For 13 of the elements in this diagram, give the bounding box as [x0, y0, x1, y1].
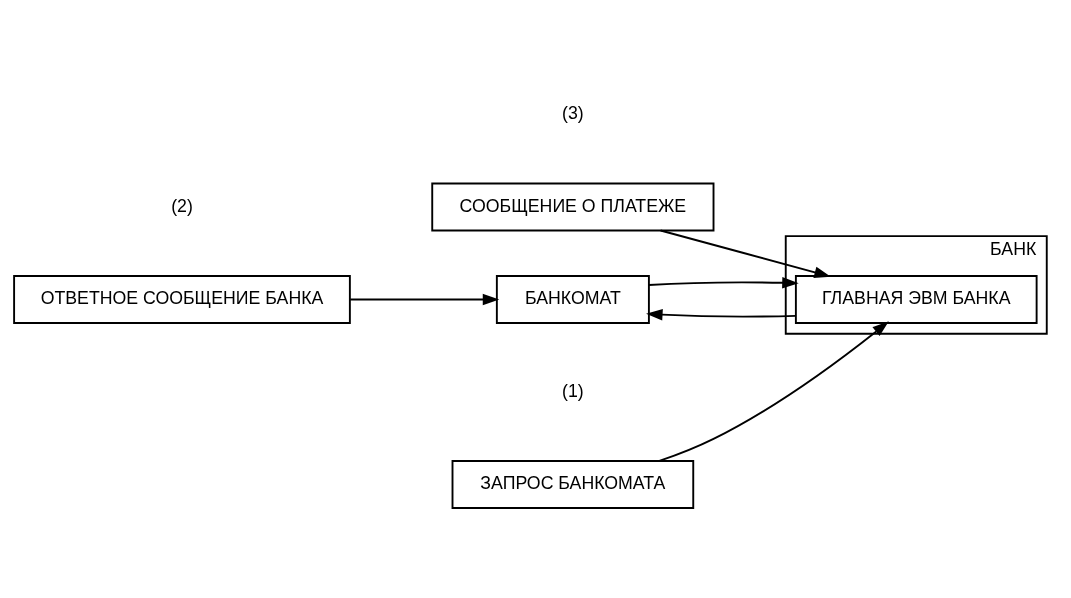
arrow	[659, 229, 831, 278]
arrow	[658, 320, 889, 462]
arrow	[349, 293, 500, 305]
node-box: ОТВЕТНОЕ СООБЩЕНИЕ БАНКА	[13, 274, 351, 324]
node-label: (3)	[562, 102, 584, 123]
node-label: (1)	[562, 380, 584, 401]
node-label: (2)	[171, 195, 193, 216]
arrow	[646, 308, 797, 320]
node-box: БАНКОМАТ	[495, 274, 650, 324]
arrow	[648, 276, 799, 289]
node-box: СООБЩЕНИЕ О ПЛАТЕЖЕ	[431, 182, 715, 231]
node-box: ЗАПРОС БАНКОМАТА	[451, 459, 695, 509]
node-box: ГЛАВНАЯ ЭВМ БАНКА	[794, 274, 1038, 324]
